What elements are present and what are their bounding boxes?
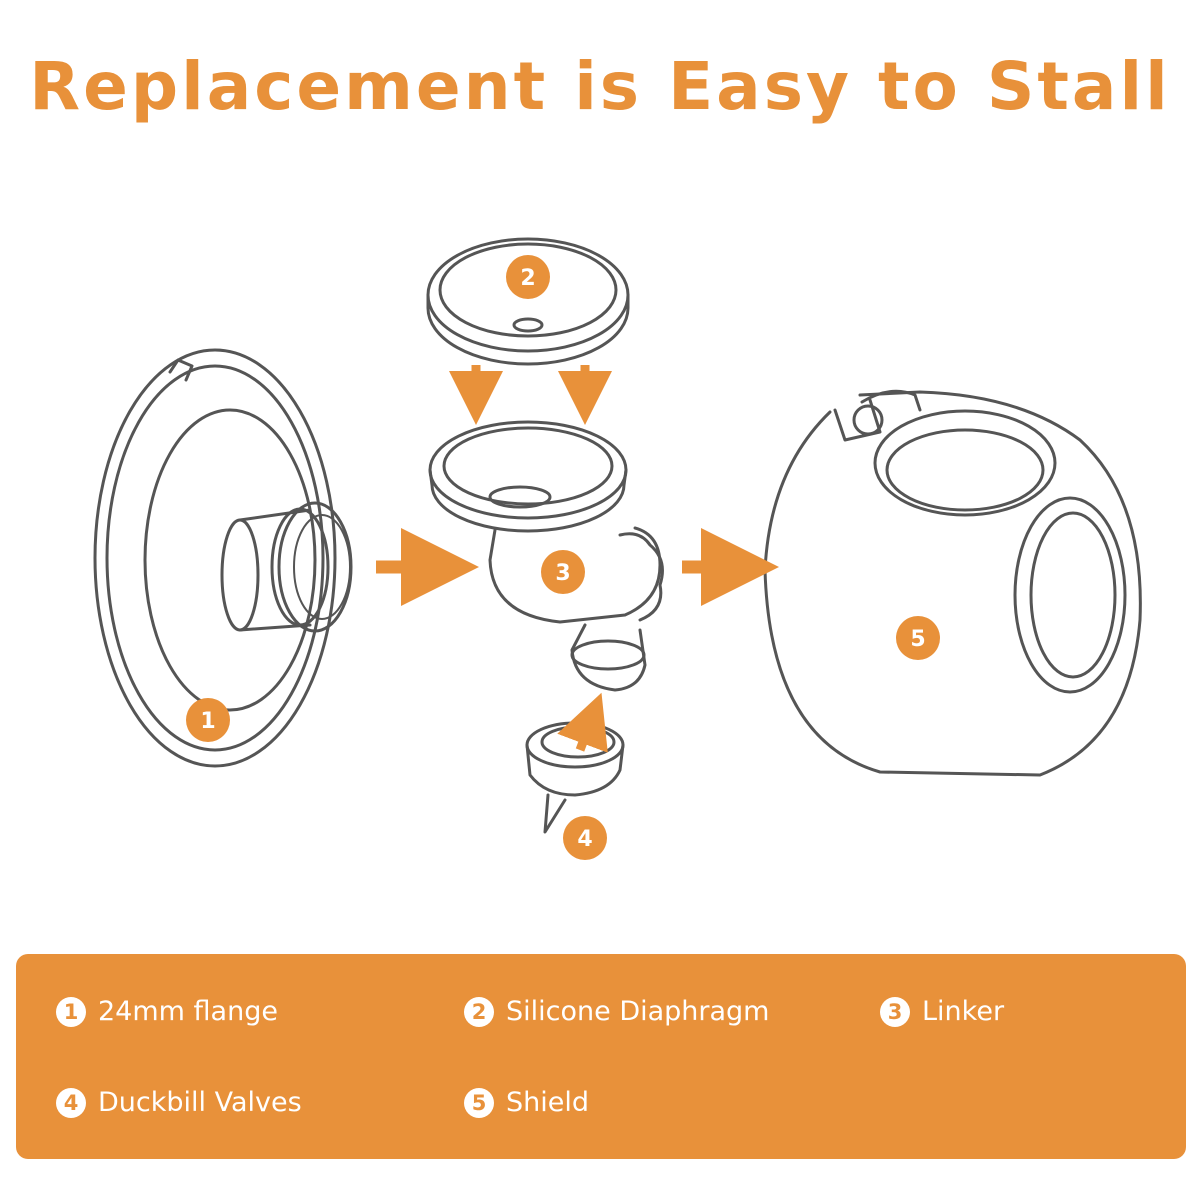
callout-5: 5 [896,616,940,660]
legend-label: Linker [922,996,1005,1027]
callout-2: 2 [506,255,550,299]
callout-4: 4 [563,816,607,860]
legend-label: Duckbill Valves [98,1087,302,1118]
svg-text:5: 5 [910,627,925,652]
linker-part [428,420,664,692]
legend-label: Silicone Diaphragm [506,996,770,1027]
page-title: Replacement is Easy to Stall [29,48,1171,125]
duckbill-valve-part [525,721,625,834]
shield-part [763,389,1142,777]
legend-number-badge: 1 [56,996,86,1027]
legend-item-linker: 3 Linker [880,996,1004,1027]
svg-text:3: 3 [555,561,570,586]
diaphragm-part [426,237,630,366]
flange-part [93,348,353,768]
legend-number-badge: 5 [464,1087,494,1118]
legend-label: 24mm flange [98,996,278,1027]
svg-text:4: 4 [577,827,592,852]
legend-number-badge: 4 [56,1087,86,1118]
callout-3: 3 [541,550,585,594]
legend-number-badge: 3 [880,996,910,1027]
assembly-arrows [376,365,779,753]
legend-item-duckbill: 4 Duckbill Valves [56,1087,302,1118]
legend-panel: 1 24mm flange 2 Silicone Diaphragm 3 Lin… [16,954,1186,1159]
legend-item-shield: 5 Shield [464,1087,589,1118]
legend-number-badge: 2 [464,996,494,1027]
legend-label: Shield [506,1087,590,1118]
svg-text:2: 2 [520,266,535,291]
svg-text:1: 1 [200,709,215,734]
legend-item-flange: 1 24mm flange [56,996,278,1027]
legend-item-diaphragm: 2 Silicone Diaphragm [464,996,770,1027]
callout-1: 1 [186,698,230,742]
parts-diagram: 1 2 3 4 5 [93,237,1142,860]
arrow-valve-up [557,692,608,753]
